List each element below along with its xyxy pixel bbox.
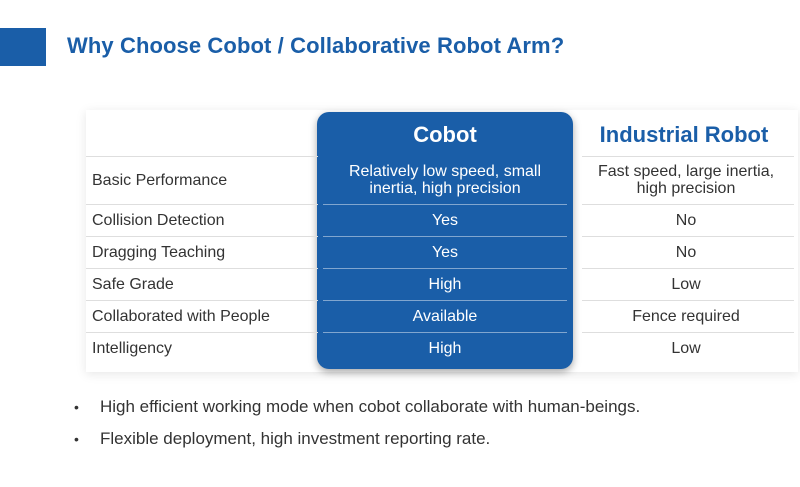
cobot-value: Yes: [431, 211, 459, 229]
bullet-text: High efficient working mode when cobot c…: [100, 397, 641, 416]
table-row: Collaborated with People Available Fence…: [86, 300, 798, 332]
row-label: Intelligency: [92, 339, 173, 357]
row-divider: [323, 268, 567, 269]
industrial-value: No: [675, 211, 697, 229]
industrial-column-header: Industrial Robot: [599, 122, 769, 147]
cobot-column-header: Cobot: [413, 122, 477, 147]
row-divider: [582, 268, 794, 269]
industrial-value: Low: [671, 339, 701, 357]
row-label: Collision Detection: [92, 211, 225, 229]
bullet-list: • High efficient working mode when cobot…: [74, 396, 774, 460]
row-label: Safe Grade: [92, 275, 174, 293]
row-divider: [582, 204, 794, 205]
cobot-value: Yes: [431, 243, 459, 261]
industrial-value: Low: [671, 275, 701, 293]
list-item: • High efficient working mode when cobot…: [74, 396, 774, 428]
page-title: Why Choose Cobot / Collaborative Robot A…: [67, 33, 565, 58]
industrial-value: Fast speed, large inertia, high precisio…: [597, 163, 775, 197]
table-row: Basic Performance Relatively low speed, …: [86, 156, 798, 204]
row-label: Dragging Teaching: [92, 243, 226, 261]
cobot-value: Available: [412, 307, 478, 325]
table-row: Safe Grade High Low: [86, 268, 798, 300]
table-row: Collision Detection Yes No: [86, 204, 798, 236]
list-item: • Flexible deployment, high investment r…: [74, 428, 774, 460]
row-divider: [86, 204, 318, 205]
row-divider: [582, 332, 794, 333]
row-label: Collaborated with People: [92, 307, 270, 325]
row-divider: [323, 204, 567, 205]
bullet-marker: •: [74, 431, 79, 447]
industrial-value: No: [675, 243, 697, 261]
row-divider: [86, 236, 318, 237]
table-row: Intelligency High Low: [86, 332, 798, 364]
cobot-value: High: [428, 339, 462, 357]
row-divider: [582, 300, 794, 301]
row-divider: [323, 300, 567, 301]
row-divider: [86, 332, 318, 333]
row-divider: [86, 300, 318, 301]
bullet-text: Flexible deployment, high investment rep…: [100, 429, 491, 448]
row-divider: [323, 236, 567, 237]
row-divider: [582, 156, 794, 157]
row-divider: [86, 268, 318, 269]
cobot-value: Relatively low speed, small inertia, hig…: [348, 163, 542, 197]
title-accent-bar: [0, 28, 46, 66]
row-divider: [86, 156, 318, 157]
table-row: Dragging Teaching Yes No: [86, 236, 798, 268]
bullet-marker: •: [74, 399, 79, 415]
industrial-value: Fence required: [632, 307, 740, 325]
row-label: Basic Performance: [92, 171, 228, 189]
row-divider: [323, 332, 567, 333]
cobot-column-panel: [317, 112, 573, 369]
cobot-value: High: [428, 275, 462, 293]
row-divider: [582, 236, 794, 237]
